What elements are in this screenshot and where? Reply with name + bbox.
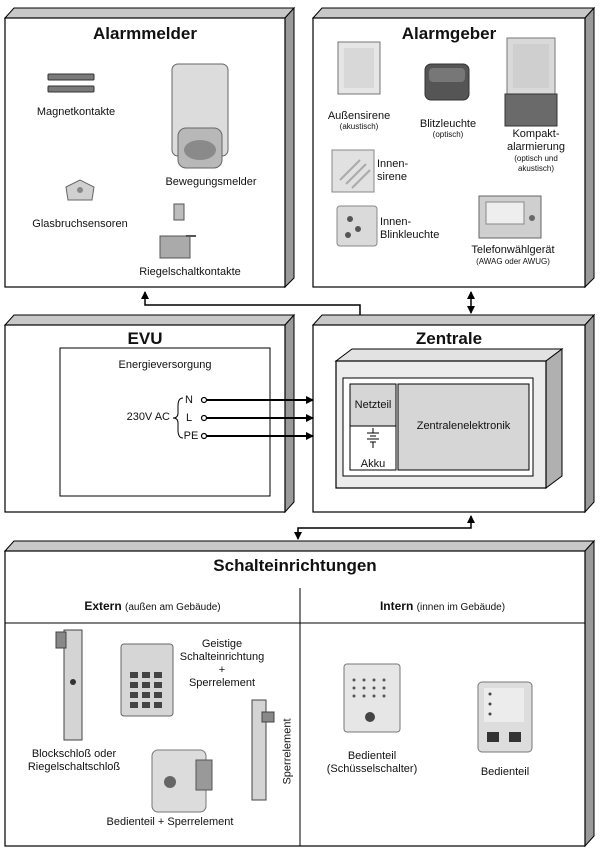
bedienteil-schluessel-label: Bedienteil (Schüsselschalter) — [326, 750, 418, 775]
bewegungsmelder-device — [171, 63, 229, 169]
blockschloss-label: Blockschloß oder Riegelschaltschloß — [27, 748, 121, 773]
aussensirene-label: Außensirene — [327, 110, 391, 122]
aussensirene-device — [337, 41, 381, 95]
aussensirene-sub: (akustisch) — [339, 122, 379, 131]
wire-n-label: N — [185, 394, 193, 406]
glasbruchsensor-device — [65, 179, 95, 201]
netzteil-label: Netzteil — [354, 399, 392, 411]
evu-title: EVU — [127, 329, 163, 348]
glasbruchsensoren-label: Glasbruchsensoren — [32, 218, 128, 230]
intern-label: Intern — [379, 599, 414, 613]
voltage-label: 230V AC — [126, 411, 170, 423]
sperrelement-device — [251, 699, 275, 801]
connection-arrows — [141, 291, 475, 540]
voltage-brace — [172, 397, 184, 439]
bewegungsmelder-label: Bewegungsmelder — [165, 176, 257, 188]
zentralenelektronik-block — [397, 383, 530, 471]
magnetkontakt-device — [47, 73, 95, 93]
bedienteil-sperrelement-label: Bedienteil + Sperrelement — [106, 816, 234, 828]
wire-pe-label: PE — [183, 430, 199, 442]
wire-terminals — [200, 396, 208, 440]
battery-symbol — [367, 428, 379, 448]
innensirene-label: Innen- sirene — [377, 158, 409, 183]
alarmgeber-title: Alarmgeber — [401, 24, 497, 43]
power-wires — [204, 396, 314, 440]
bedienteil-intern-label: Bedienteil — [480, 766, 530, 778]
blitzleuchte-label: Blitzleuchte — [419, 118, 477, 130]
blockschloss-device — [55, 629, 83, 741]
bedienteil-sperrelement-device — [151, 749, 213, 813]
blitzleuchte-sub: (optisch) — [432, 130, 464, 139]
bedienteil-schluessel-device — [343, 663, 401, 733]
telefonwaehlgeraet-label: Telefonwählgerät — [471, 244, 555, 256]
sperrelement-label: Sperrelement — [281, 718, 294, 785]
extern-header: Extern (außen am Gebäude) — [5, 599, 300, 613]
geistige-schalteinrichtung-label: Geistige Schalteinrichtung + Sperrelemen… — [179, 638, 265, 689]
innensirene-device — [331, 149, 375, 193]
telefonwaehlgeraet-device — [478, 195, 542, 239]
innenblinkleuchte-device — [336, 205, 378, 247]
magnetkontakte-label: Magnetkontakte — [36, 106, 116, 118]
blitzleuchte-device — [424, 63, 470, 101]
energieversorgung-label: Energieversorgung — [118, 359, 212, 371]
zentrale-title: Zentrale — [415, 329, 483, 348]
innenblinkleuchte-label: Innen- Blinkleuchte — [380, 216, 440, 241]
extern-label: Extern — [84, 599, 122, 613]
energieversorgung-panel — [59, 347, 271, 497]
bedienteil-intern-device — [477, 681, 533, 753]
netzteil-block — [349, 383, 397, 427]
intern-header: Intern (innen im Gebäude) — [300, 599, 585, 613]
kompaktalarmierung-device — [504, 37, 558, 127]
extern-note: (außen am Gebäude) — [125, 602, 221, 613]
intern-note: (innen im Gebäude) — [416, 602, 506, 613]
alarmmelder-box — [3, 6, 296, 289]
kompaktalarmierung-sub: (optisch und akustisch) — [514, 154, 558, 173]
telefonwaehlgeraet-sub: (AWAG oder AWUG) — [476, 257, 550, 266]
akku-label: Akku — [360, 458, 386, 470]
riegelschaltkontakt-device — [159, 203, 196, 259]
riegelschaltkontakte-label: Riegelschaltkontakte — [139, 266, 241, 278]
schalteinrichtungen-title: Schalteinrichtungen — [213, 556, 377, 575]
alarmmelder-title: Alarmmelder — [93, 24, 197, 43]
zentralenelektronik-label: Zentralenelektronik — [416, 420, 511, 432]
wire-l-label: L — [185, 412, 193, 424]
kompaktalarmierung-label: Kompakt- alarmierung — [506, 128, 566, 153]
codetastatur-device — [120, 643, 174, 717]
